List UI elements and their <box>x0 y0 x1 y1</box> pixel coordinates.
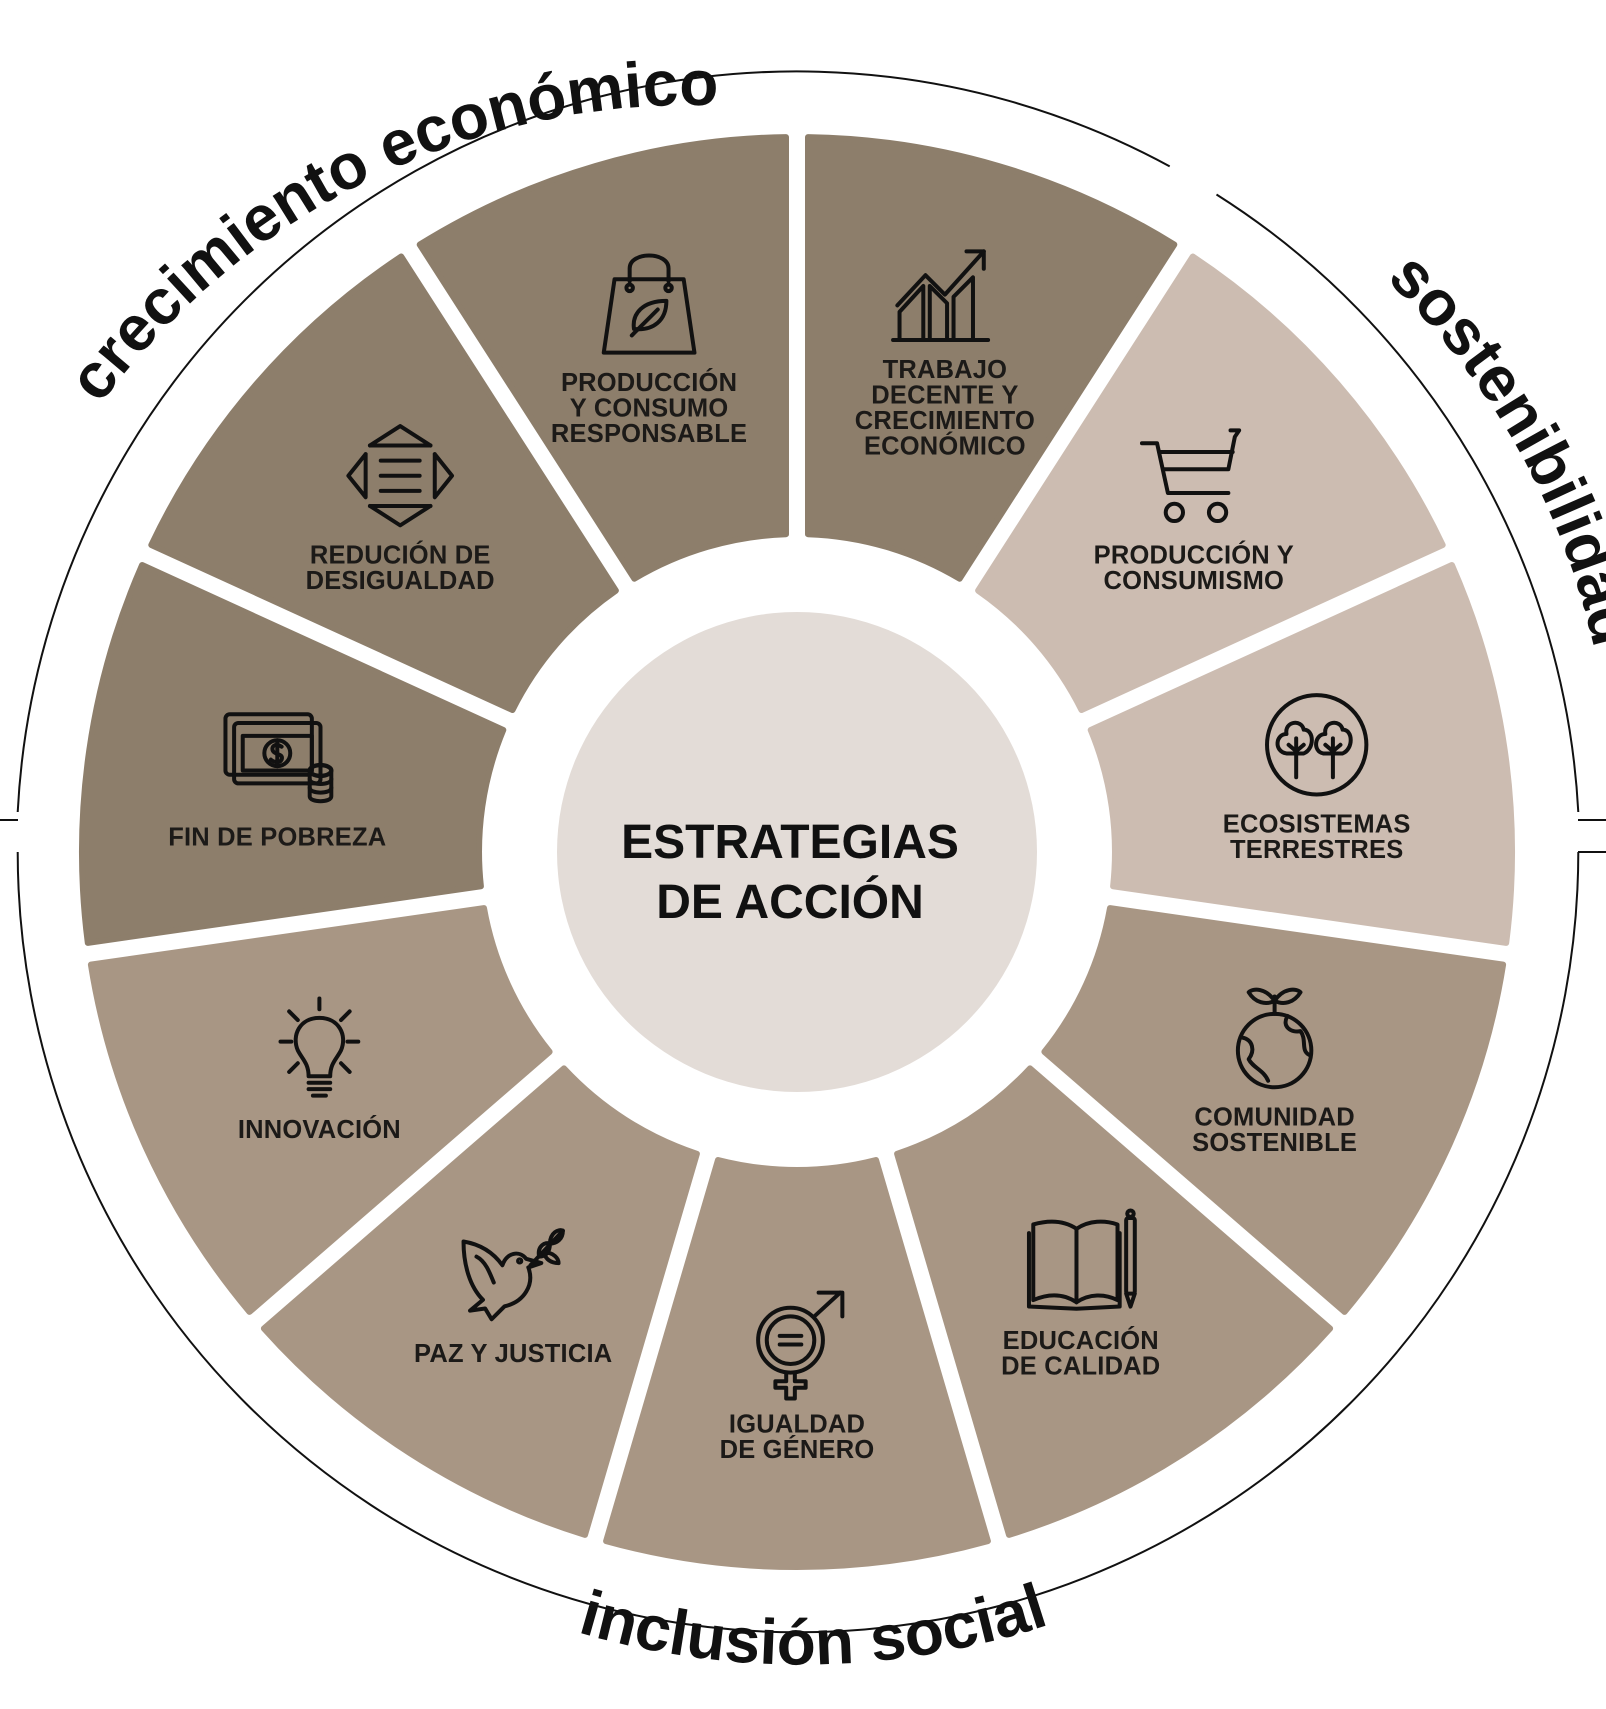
segment-label-line: EDUCACIÓN <box>1003 1325 1159 1355</box>
gender-equality-icon <box>758 1293 842 1399</box>
money-icon <box>225 714 334 801</box>
segment-shape-reduccion-desigualdad <box>148 253 619 713</box>
book-pencil-icon <box>1029 1210 1135 1308</box>
segment-label-line: PRODUCCIÓN Y <box>1094 540 1294 570</box>
segment-label-line: RESPONSABLE <box>551 420 747 448</box>
center-title-line-1: ESTRATEGIAS <box>621 816 959 869</box>
segment-label-line: IGUALDAD <box>729 1410 865 1438</box>
ring-arc-top-left <box>16 70 1171 813</box>
trees-icon <box>1267 695 1366 794</box>
segment-label-line: Y CONSUMO <box>570 394 729 422</box>
segment-label-line: PRODUCCIÓN <box>561 367 737 397</box>
segment-label-line: DE CALIDAD <box>1001 1353 1160 1381</box>
segment-shape-innovacion <box>87 905 553 1315</box>
segment-label-line: DECENTE Y <box>871 382 1018 410</box>
arrows-equal-icon <box>348 426 452 525</box>
center-disc: ESTRATEGIAS DE ACCIÓN <box>557 612 1037 1092</box>
center-circle <box>557 612 1037 1092</box>
segment-paz-justicia: PAZ Y JUSTICIA <box>260 1065 700 1538</box>
segment-shape-educacion-calidad <box>894 1065 1334 1538</box>
segment-shape-comunidad-sostenible <box>1041 905 1507 1315</box>
segment-label-line: COMUNIDAD <box>1194 1104 1354 1132</box>
segment-label-line: INNOVACIÓN <box>238 1114 401 1144</box>
segment-label-line: CRECIMIENTO <box>855 407 1035 435</box>
segment-label-line: SOSTENIBLE <box>1192 1129 1357 1157</box>
ring-arc-bottom <box>16 851 1580 1634</box>
dove-icon <box>464 1230 563 1319</box>
shopping-cart-icon <box>1142 430 1239 521</box>
segment-label-line: REDUCIÓN DE <box>310 540 491 570</box>
segment-label-line: TRABAJO <box>883 356 1008 384</box>
segment-label-line: CONSUMISMO <box>1104 567 1285 595</box>
segment-shape-produccion-consumo <box>416 134 789 582</box>
segment-shape-trabajo-decente <box>805 134 1178 582</box>
lightbulb-icon <box>281 998 359 1095</box>
ring-arc-top-right <box>1215 193 1580 813</box>
growth-chart-icon <box>893 251 988 340</box>
segment-label-line: TERRESTRES <box>1230 836 1403 864</box>
segment-label-line: DESIGUALDAD <box>306 567 495 595</box>
segment-label-line: ECOSISTEMAS <box>1223 811 1411 839</box>
segment-shape-produccion-consumismo <box>975 253 1446 713</box>
segment-shape-fin-pobreza <box>79 562 507 946</box>
outer-ring <box>0 70 1606 1634</box>
earth-sprout-icon <box>1238 990 1311 1088</box>
segment-fin-pobreza: FIN DE POBREZA <box>79 562 507 946</box>
arc-title-inclusion: inclusión social <box>573 1569 1054 1678</box>
center-title-line-2: DE ACCIÓN <box>656 874 924 929</box>
arc-title-inclusion-text: inclusión social <box>573 1569 1054 1678</box>
segment-innovacion: INNOVACIÓN <box>87 905 553 1315</box>
segment-label-line: ECONÓMICO <box>864 431 1026 461</box>
eco-bag-icon <box>604 255 695 352</box>
segment-label-line: DE GÉNERO <box>720 1435 875 1464</box>
segment-label-line: PAZ Y JUSTICIA <box>414 1340 612 1368</box>
segment-label-line: FIN DE POBREZA <box>168 823 386 851</box>
